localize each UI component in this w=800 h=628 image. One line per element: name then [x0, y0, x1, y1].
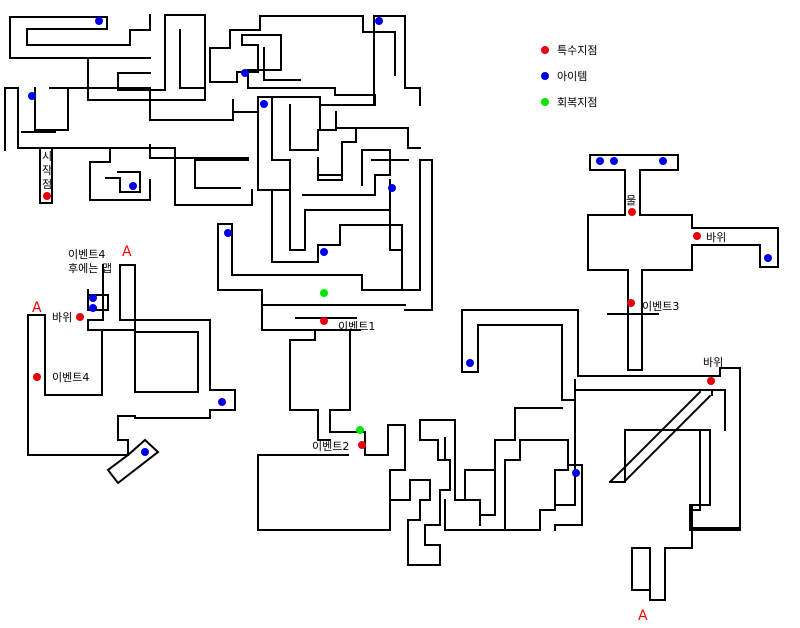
item-marker: [659, 157, 667, 165]
event4-left-label: 이벤트4: [52, 371, 89, 384]
event2-marker: [358, 441, 366, 449]
legend-recovery-label: 회복지점: [557, 96, 597, 109]
event4-top-label-1: 이벤트4: [68, 248, 105, 261]
recovery-marker: [356, 426, 364, 434]
legend-item-label: 아이템: [557, 70, 587, 83]
event3-label: 이벤트3: [642, 300, 679, 313]
rock-marker-right-top: [693, 232, 701, 240]
item-marker: [28, 92, 36, 100]
item-marker: [260, 100, 268, 108]
special-markers: [33, 192, 715, 449]
item-marker: [388, 184, 396, 192]
rock-label-right: 바위: [703, 356, 723, 369]
rock-label-right-top: 바위: [706, 231, 726, 244]
item-marker: [610, 157, 618, 165]
rock-marker-left: [76, 313, 84, 321]
item-marker: [89, 304, 97, 312]
item-marker: [241, 69, 249, 77]
item-marker: [218, 398, 226, 406]
event4-top-label-2: 후에는 맵: [68, 262, 112, 275]
recovery-marker: [320, 289, 328, 297]
recovery-markers: [320, 289, 364, 434]
warp-label-top: A: [122, 244, 132, 260]
rock-marker-right: [707, 377, 715, 385]
item-marker: [572, 469, 580, 477]
legend: 특수지점 아이템 회복지점: [541, 44, 597, 109]
item-marker: [375, 17, 383, 25]
item-marker: [141, 448, 149, 456]
legend-item-dot: [541, 72, 549, 80]
item-markers: [28, 17, 772, 477]
start-label-1: 시: [42, 150, 52, 163]
item-marker: [224, 229, 232, 237]
item-marker: [764, 254, 772, 262]
water-marker: [628, 208, 636, 216]
item-marker: [95, 17, 103, 25]
water-label: 물: [626, 194, 636, 207]
event-lines: [295, 313, 659, 319]
legend-special-dot: [541, 46, 549, 54]
event1-marker: [320, 317, 328, 325]
start-label-2: 작: [42, 164, 52, 177]
map-labels: 시 작 점 이벤트1 이벤트2 이벤트3 이벤트4 후에는 맵 이벤트4 바위 …: [32, 150, 726, 624]
legend-special-label: 특수지점: [557, 44, 597, 57]
item-marker: [129, 182, 137, 190]
event1-label: 이벤트1: [338, 320, 375, 333]
start-label-3: 점: [42, 178, 52, 191]
item-marker: [466, 359, 474, 367]
start-marker: [43, 192, 51, 200]
warp-label-bottom: A: [638, 608, 648, 624]
warp-label-left: A: [32, 300, 42, 316]
event4-marker: [33, 373, 41, 381]
legend-recovery-dot: [541, 98, 549, 106]
rock-label-left: 바위: [52, 311, 72, 324]
item-marker: [320, 248, 328, 256]
event3-marker: [627, 299, 635, 307]
maze-walls: [4, 14, 779, 601]
item-marker: [596, 157, 604, 165]
item-marker: [89, 294, 97, 302]
event2-label: 이벤트2: [312, 440, 349, 453]
